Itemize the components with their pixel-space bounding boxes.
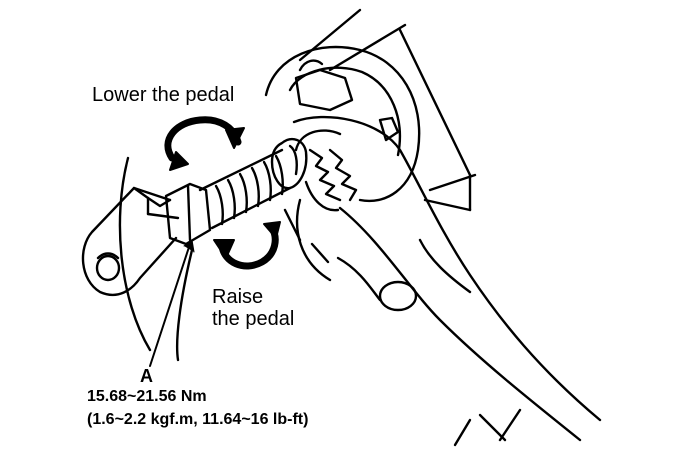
raise-pedal-arrow-icon <box>213 221 281 270</box>
lower-pedal-arrow-icon <box>164 116 245 171</box>
raise-pedal-label-line1: Raise <box>212 286 264 308</box>
pedal-arm <box>118 156 194 362</box>
lock-nut <box>270 137 308 190</box>
pliers-tool <box>283 115 602 442</box>
raise-pedal-label-line2: the pedal <box>212 308 295 330</box>
torque-spec-nm: 15.68~21.56 Nm <box>87 388 207 405</box>
pedal-boss <box>264 45 421 203</box>
leader-line-a <box>149 243 191 367</box>
torque-spec-alt-units: (1.6~2.2 kgf.m, 11.64~16 lb-ft) <box>87 411 309 428</box>
lower-pedal-label: Lower the pedal <box>92 84 235 106</box>
pushrod-thread <box>198 148 292 230</box>
leader-arrowhead <box>183 239 195 253</box>
pedal-bracket <box>298 8 522 447</box>
clevis-nut-a <box>164 182 212 246</box>
callout-a-label: A <box>140 366 153 386</box>
pedal-clevis <box>81 186 180 297</box>
